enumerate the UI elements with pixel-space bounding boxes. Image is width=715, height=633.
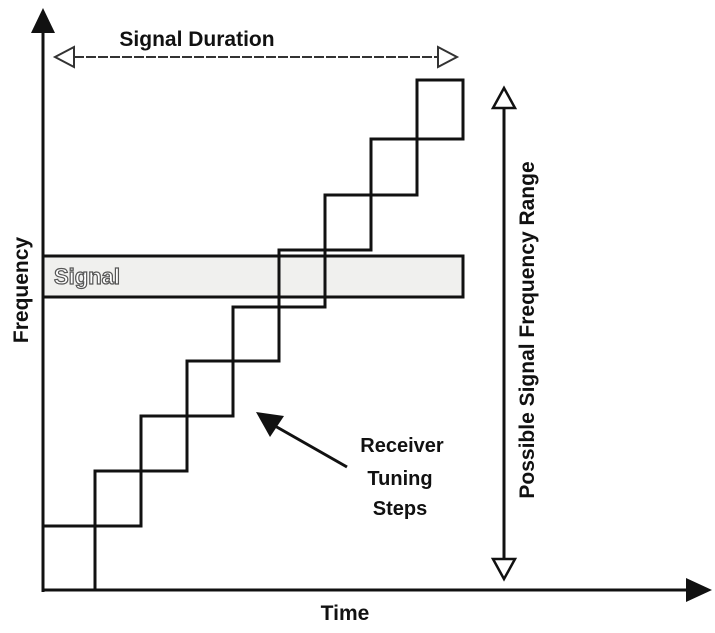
- signal-duration-left-arrowhead: [52, 45, 75, 69]
- pointer-arrowhead: [256, 412, 284, 437]
- tuning-step-7: [323, 193, 373, 252]
- tuning-step-9: [415, 78, 465, 141]
- frequency-range-label: Possible Signal Frequency Range: [516, 161, 539, 498]
- tuning-step-6: [277, 248, 327, 309]
- pointer-label-line-2: Tuning: [367, 468, 432, 490]
- tuning-step-4: [185, 359, 235, 418]
- tuning-step-5: [231, 305, 281, 363]
- pointer-label-line-1: Receiver: [360, 435, 444, 457]
- tuning-step-1: [41, 524, 97, 592]
- y-axis-label: Frequency: [10, 237, 33, 344]
- frequency-range-top-arrowhead: [490, 85, 518, 110]
- frequency-range-bottom-arrowhead: [490, 557, 518, 582]
- signal-duration-right-arrowhead: [437, 45, 460, 69]
- signal-label: Signal: [54, 264, 120, 289]
- signal-duration-label: Signal Duration: [119, 28, 274, 51]
- x-axis-label: Time: [321, 602, 370, 625]
- pointer-label-line-3: Steps: [373, 498, 427, 520]
- y-axis-arrowhead: [31, 8, 55, 33]
- pointer-arrow-line: [267, 420, 348, 469]
- tuning-step-2: [93, 469, 143, 528]
- tuning-step-3: [139, 414, 189, 473]
- tuning-step-8: [369, 137, 419, 197]
- x-axis-arrowhead: [686, 578, 712, 602]
